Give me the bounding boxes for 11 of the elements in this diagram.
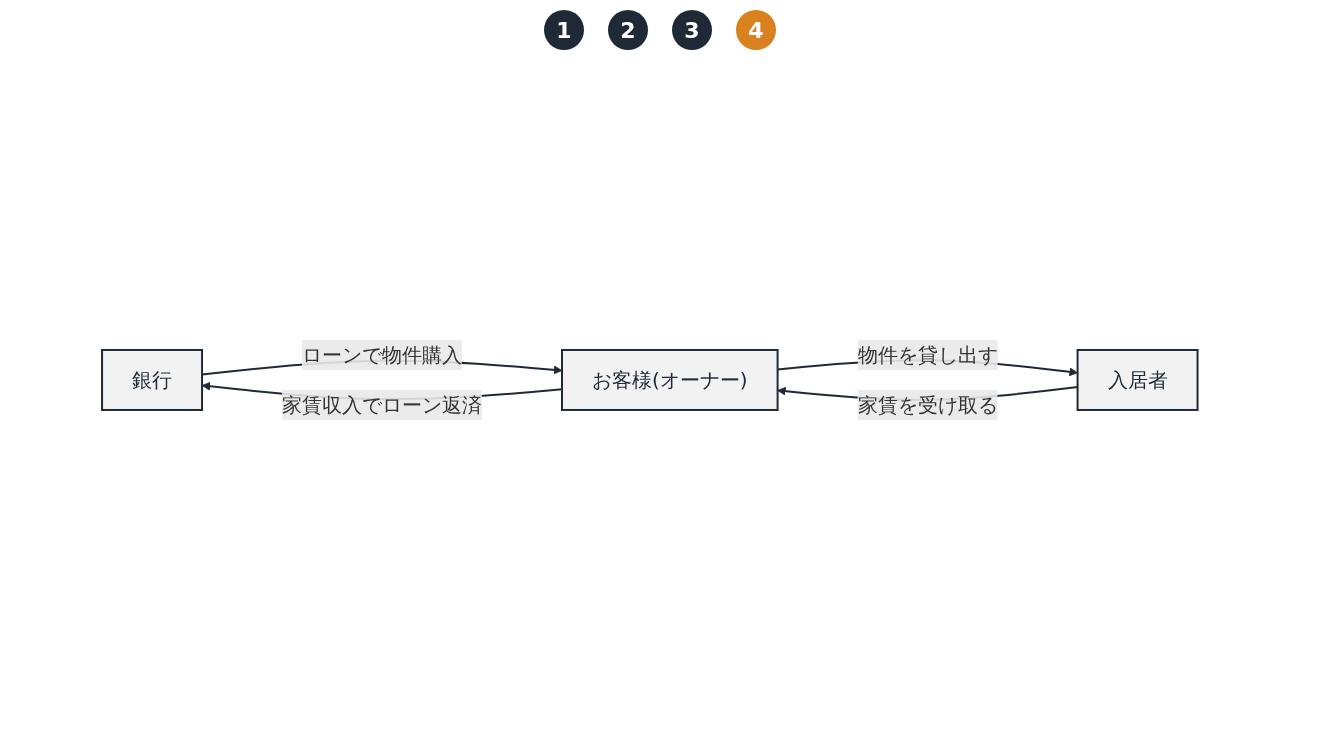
edge-label: 物件を貸し出す: [857, 343, 998, 368]
step-number: 3: [672, 10, 712, 50]
step-number: 1: [544, 10, 584, 50]
step-number: 4: [736, 10, 776, 50]
edge-label: ローンで物件購入: [302, 343, 463, 368]
node-box: 入居者: [1076, 349, 1199, 411]
edge-label: 家賃収入でローン返済: [282, 392, 483, 417]
node-box: お客様(オーナー): [561, 349, 779, 411]
edge-label: 家賃を受け取る: [857, 392, 998, 417]
step-number: 2: [608, 10, 648, 50]
node-box: 銀行: [101, 349, 204, 411]
